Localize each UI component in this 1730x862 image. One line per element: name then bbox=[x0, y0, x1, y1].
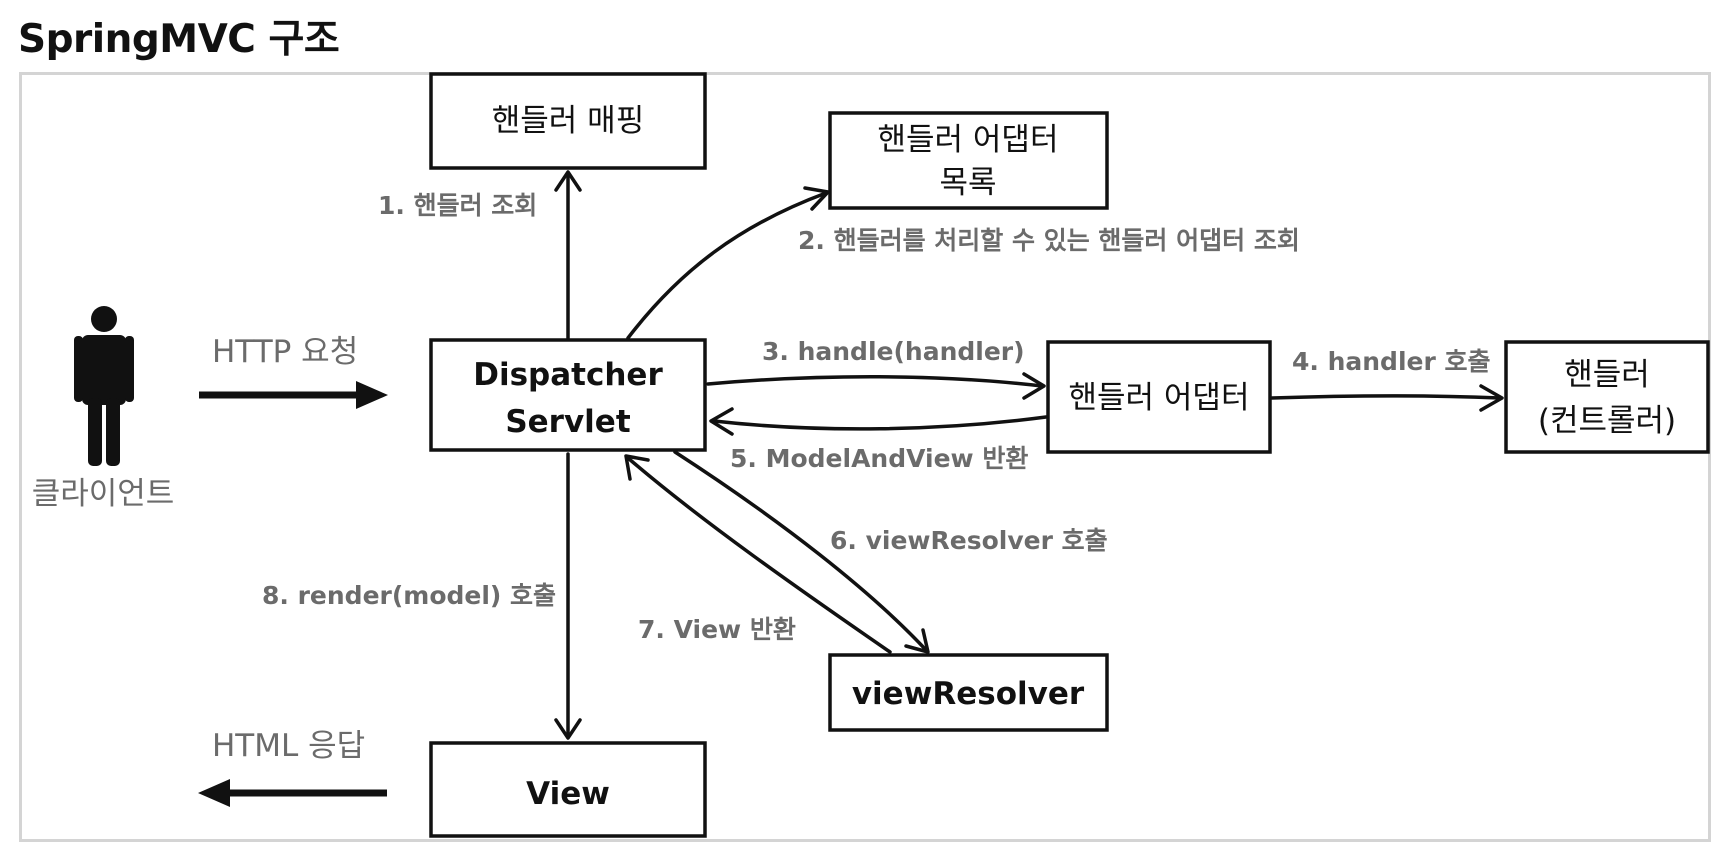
step-5-label: 5. ModelAndView 반환 bbox=[730, 444, 1028, 473]
handler-adapter-label: 핸들러 어댑터 bbox=[1069, 380, 1250, 416]
http-request-arrow bbox=[199, 381, 388, 409]
handler-adapter-list-label-line2: 목록 bbox=[939, 165, 996, 201]
arrow-5-modelandview bbox=[709, 407, 1048, 436]
arrow-7-view-return bbox=[624, 454, 892, 654]
handler-adapter-list-label-line1: 핸들러 어댑터 bbox=[878, 122, 1059, 158]
arrow-1-handler-lookup bbox=[554, 170, 582, 340]
arrow-2-adapter-lookup bbox=[626, 186, 830, 340]
view-resolver-label: viewResolver bbox=[852, 676, 1085, 712]
handler-adapter-list-box: 핸들러 어댑터 목록 bbox=[828, 111, 1109, 210]
dispatcher-servlet-label-line2: Servlet bbox=[505, 404, 630, 440]
arrow-3-handle bbox=[706, 372, 1046, 400]
view-label: View bbox=[526, 776, 610, 812]
arrow-8-render bbox=[554, 452, 582, 740]
page-title: SpringMVC 구조 bbox=[18, 17, 340, 62]
http-request-label: HTTP 요청 bbox=[212, 334, 358, 370]
client-label: 클라이언트 bbox=[32, 476, 175, 512]
handler-mapping-label: 핸들러 매핑 bbox=[492, 103, 644, 139]
handler-adapter-box: 핸들러 어댑터 bbox=[1046, 340, 1272, 454]
step-1-label: 1. 핸들러 조회 bbox=[378, 191, 537, 220]
step-7-label: 7. View 반환 bbox=[638, 615, 796, 644]
handler-mapping-box: 핸들러 매핑 bbox=[429, 72, 707, 170]
dispatcher-servlet-label-line1: Dispatcher bbox=[473, 357, 663, 393]
html-response-arrow bbox=[198, 779, 387, 807]
step-3-label: 3. handle(handler) bbox=[762, 337, 1025, 366]
step-8-label: 8. render(model) 호출 bbox=[262, 581, 556, 610]
dispatcher-servlet-box: Dispatcher Servlet bbox=[429, 338, 707, 452]
arrow-6-viewresolver-call bbox=[673, 450, 930, 654]
handler-label-line1: 핸들러 bbox=[1564, 357, 1650, 393]
handler-box: 핸들러 (컨트롤러) bbox=[1504, 340, 1710, 454]
html-response-label: HTML 응답 bbox=[212, 728, 365, 764]
view-resolver-box: viewResolver bbox=[828, 653, 1109, 732]
view-box: View bbox=[429, 741, 707, 838]
step-6-label: 6. viewResolver 호출 bbox=[830, 526, 1108, 555]
client-person-icon bbox=[74, 306, 134, 466]
step-4-label: 4. handler 호출 bbox=[1292, 347, 1491, 376]
step-2-label: 2. 핸들러를 처리할 수 있는 핸들러 어댑터 조회 bbox=[798, 226, 1300, 255]
arrow-4-handler-call bbox=[1270, 384, 1504, 412]
handler-label-line2: (컨트롤러) bbox=[1538, 403, 1676, 439]
